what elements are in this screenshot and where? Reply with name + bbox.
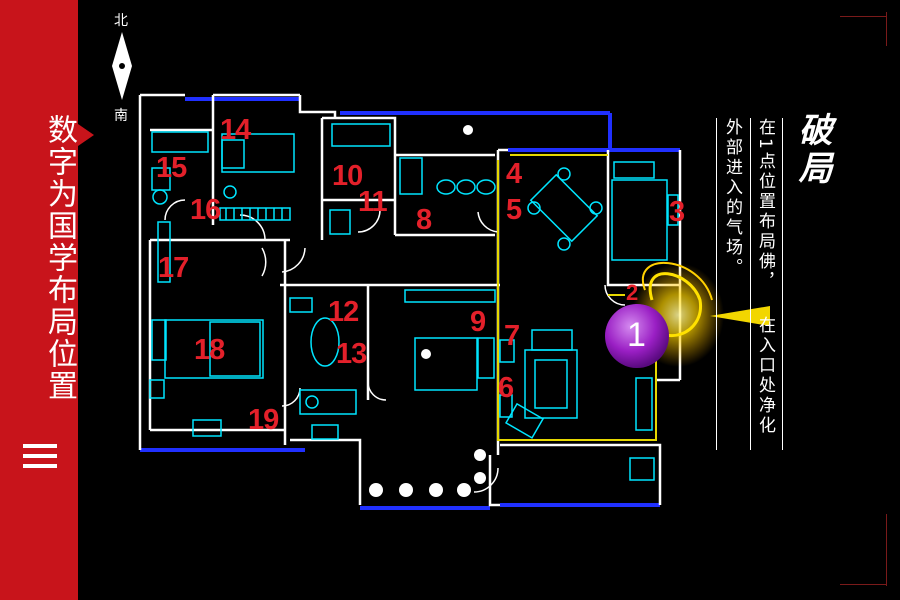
room-number-4: 4 [506, 158, 522, 190]
room-number-11: 11 [358, 186, 388, 218]
room-number-18: 18 [194, 334, 225, 366]
frame-corner-top [840, 16, 886, 17]
balcony-plants [369, 125, 486, 497]
compass-south-label: 南 [114, 108, 128, 124]
room-number-3: 3 [669, 196, 685, 228]
compass-icon [112, 32, 132, 100]
compass-north-label: 北 [114, 13, 128, 29]
room-number-13: 13 [336, 338, 367, 370]
menu-line-1 [23, 444, 57, 448]
panel-rule-2 [750, 118, 751, 450]
room-number-17: 17 [158, 252, 189, 284]
room-number-5: 5 [506, 194, 522, 226]
panel-text-column-3: 外部进入的气场。 [722, 118, 742, 278]
panel-rule-3 [716, 118, 717, 450]
living-zone [497, 154, 657, 441]
buddha-position-label: 1 [627, 316, 646, 354]
menu-line-3 [23, 464, 57, 468]
room-number-19: 19 [248, 404, 279, 436]
sidebar-title: 数字为国学布局位置 [42, 114, 77, 402]
room-number-14: 14 [220, 114, 251, 146]
panel-rule-1 [782, 118, 783, 450]
frame-corner-top-vertical [886, 12, 887, 46]
menu-line-2 [23, 454, 57, 458]
panel-text-column-1: 在1点位置布局佛， [755, 118, 775, 292]
panel-heading: 破局 [792, 112, 832, 188]
position-orb [605, 304, 669, 368]
door-swings [164, 199, 626, 493]
room-number-7: 7 [504, 320, 520, 352]
room-number-2: 2 [626, 280, 638, 305]
room-number-9: 9 [470, 306, 486, 338]
sidebar-arrow [78, 124, 94, 146]
interior-walls [138, 93, 682, 507]
frame-corner-bottom [840, 584, 886, 585]
panel-text-column-2: 在入口处净化 [755, 316, 775, 436]
room-number-12: 12 [328, 296, 359, 328]
room-number-16: 16 [190, 194, 221, 226]
room-number-15: 15 [156, 152, 187, 184]
room-number-6: 6 [498, 372, 514, 404]
furniture [149, 123, 679, 481]
room-number-10: 10 [332, 160, 363, 192]
frame-corner-bottom-vertical [886, 514, 887, 586]
room-number-8: 8 [416, 204, 432, 236]
sidebar: 数字为国学布局位置 [0, 0, 78, 600]
exterior-walls [140, 97, 680, 510]
